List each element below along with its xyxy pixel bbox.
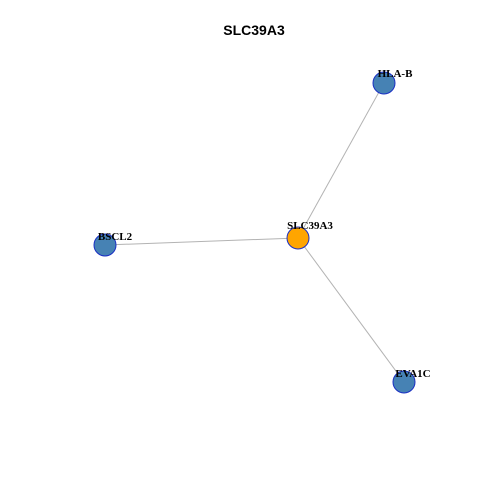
node-slc39a3[interactable] bbox=[286, 226, 310, 250]
node-label-bscl2: BSCL2 bbox=[98, 231, 133, 243]
edge-slc39a3-eva1c bbox=[297, 237, 405, 383]
diagram-title: SLC39A3 bbox=[223, 22, 285, 38]
node-label-slc39a3: SLC39A3 bbox=[287, 220, 333, 232]
edge-slc39a3-hla-b bbox=[297, 82, 385, 239]
node-hla-b[interactable] bbox=[372, 71, 396, 95]
edge-slc39a3-bscl2 bbox=[104, 237, 299, 246]
nodes-layer bbox=[93, 71, 416, 394]
node-bscl2[interactable] bbox=[93, 233, 117, 257]
node-eva1c[interactable] bbox=[392, 370, 416, 394]
edges-layer bbox=[104, 82, 405, 383]
node-label-eva1c: EVA1C bbox=[395, 368, 430, 380]
node-label-hla-b: HLA-B bbox=[378, 68, 414, 80]
